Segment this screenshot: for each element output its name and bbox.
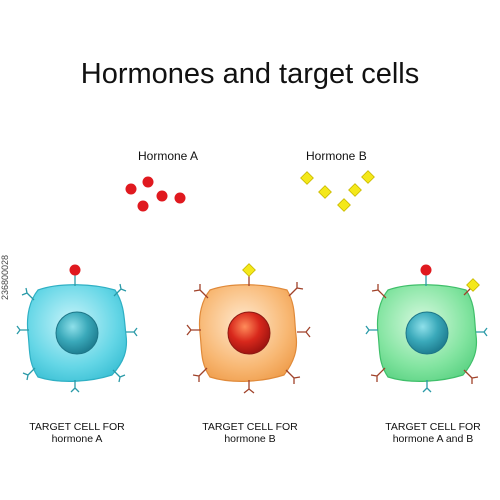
receptor-b-icon xyxy=(192,367,208,382)
receptor-b-icon xyxy=(285,369,301,384)
cell-b-nucleus xyxy=(227,311,271,355)
target-cell-ab xyxy=(365,264,488,393)
receptor-a-icon xyxy=(21,287,35,301)
target-cell-a xyxy=(16,264,138,393)
hormone-b-molecule xyxy=(337,198,351,212)
bound-hormone-a xyxy=(420,264,432,276)
caption-cell-a-line2: hormone A xyxy=(51,433,103,445)
stock-id-watermark: 236800028 xyxy=(0,254,10,300)
hormone-a-molecule xyxy=(125,183,137,195)
receptor-b-icon xyxy=(463,369,479,384)
bound-hormone-b xyxy=(466,278,480,292)
receptor-a-icon xyxy=(126,327,138,337)
free-hormone-a-molecules xyxy=(125,176,186,212)
hormone-a-label: Hormone A xyxy=(138,149,199,163)
free-hormone-b-molecules xyxy=(300,170,375,212)
hormone-b-molecule xyxy=(300,171,314,185)
caption-cell-a: TARGET CELL FOR hormone A xyxy=(12,421,142,445)
target-cell-b xyxy=(186,263,311,394)
caption-cell-ab: TARGET CELL FOR hormone A and B xyxy=(368,421,498,445)
hormone-b-molecule xyxy=(348,183,362,197)
hormone-b-molecule xyxy=(361,170,375,184)
receptor-a-icon xyxy=(113,283,127,297)
hormone-b-label: Hormone B xyxy=(306,149,367,163)
receptor-a-icon xyxy=(422,380,432,393)
receptor-a-icon xyxy=(112,369,126,383)
receptor-b-icon xyxy=(186,324,201,336)
receptor-b-icon xyxy=(243,380,255,394)
receptor-b-icon xyxy=(297,326,311,338)
caption-cell-a-line1: TARGET CELL FOR xyxy=(29,421,125,433)
receptor-b-icon xyxy=(371,284,387,299)
receptor-a-icon xyxy=(70,380,80,393)
hormone-a-molecule xyxy=(142,176,154,188)
receptor-a-icon xyxy=(16,325,29,335)
hormone-a-molecule xyxy=(137,200,149,212)
receptor-b-icon xyxy=(288,282,304,297)
receptor-b-icon xyxy=(193,284,209,299)
bound-hormone-a xyxy=(69,264,81,276)
receptor-b-icon xyxy=(370,367,386,382)
hormone-a-molecule xyxy=(174,192,186,204)
diagram-title: Hormones and target cells xyxy=(80,58,420,90)
cell-a-nucleus xyxy=(55,311,99,355)
caption-cell-b-line1: TARGET CELL FOR xyxy=(202,421,298,433)
caption-cell-b: TARGET CELL FOR hormone B xyxy=(185,421,315,445)
caption-cell-ab-line1: TARGET CELL FOR xyxy=(385,421,481,433)
receptor-a-icon xyxy=(22,367,36,381)
cell-ab-nucleus xyxy=(405,311,449,355)
caption-cell-b-line2: hormone B xyxy=(224,433,276,445)
caption-cell-ab-line2: hormone A and B xyxy=(392,433,474,445)
receptor-a-icon xyxy=(476,327,488,337)
hormone-a-molecule xyxy=(156,190,168,202)
receptor-a-icon xyxy=(365,325,378,335)
hormone-b-molecule xyxy=(318,185,332,199)
bound-hormone-b xyxy=(242,263,256,277)
